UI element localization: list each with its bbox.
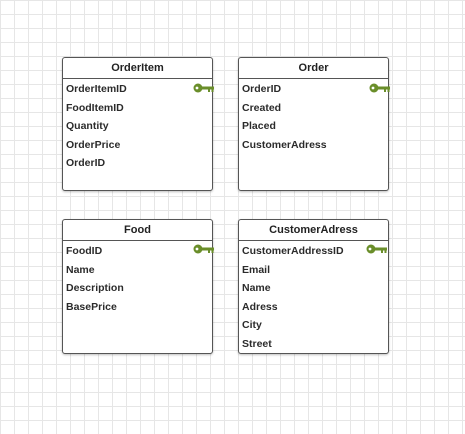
entity-title: Food [63,220,212,241]
entity-title: Order [239,58,388,79]
key-icon [366,244,387,254]
entity-field: OrderID [242,83,282,95]
entity-field: Created [242,101,282,114]
entity-field: CustomerAddressID [242,245,344,257]
entity-customer-adress[interactable]: CustomerAdress CustomerAddressID Email N… [238,219,389,354]
entity-field: Placed [242,120,276,133]
entity-field: Quantity [66,120,109,133]
entity-field: Adress [242,300,278,313]
entity-food[interactable]: Food FoodID Name Description BasePrice [62,219,214,354]
entity-field: FoodID [66,245,103,257]
entity-field: Email [242,263,271,276]
entity-field: OrderPrice [66,138,121,151]
entity-order[interactable]: Order OrderID Created Placed CustomerAdr… [238,57,390,191]
key-icon [193,83,214,93]
entity-field: Name [242,282,271,295]
entity-field: Street [242,337,272,350]
entity-field: FoodItemID [66,101,124,114]
entity-field: OrderItemID [66,83,127,95]
key-icon [193,244,214,254]
entity-field: BasePrice [66,300,117,313]
entity-field: Description [66,282,124,295]
entity-field: CustomerAdress [242,138,327,151]
entity-field: OrderID [66,157,106,170]
entity-field: City [242,319,262,332]
entity-order-item[interactable]: OrderItem OrderItemID FoodItemID Quantit… [62,57,214,191]
entity-field: Name [66,263,95,276]
entity-title: OrderItem [63,58,212,79]
key-icon [369,83,390,93]
entity-title: CustomerAdress [239,220,388,241]
